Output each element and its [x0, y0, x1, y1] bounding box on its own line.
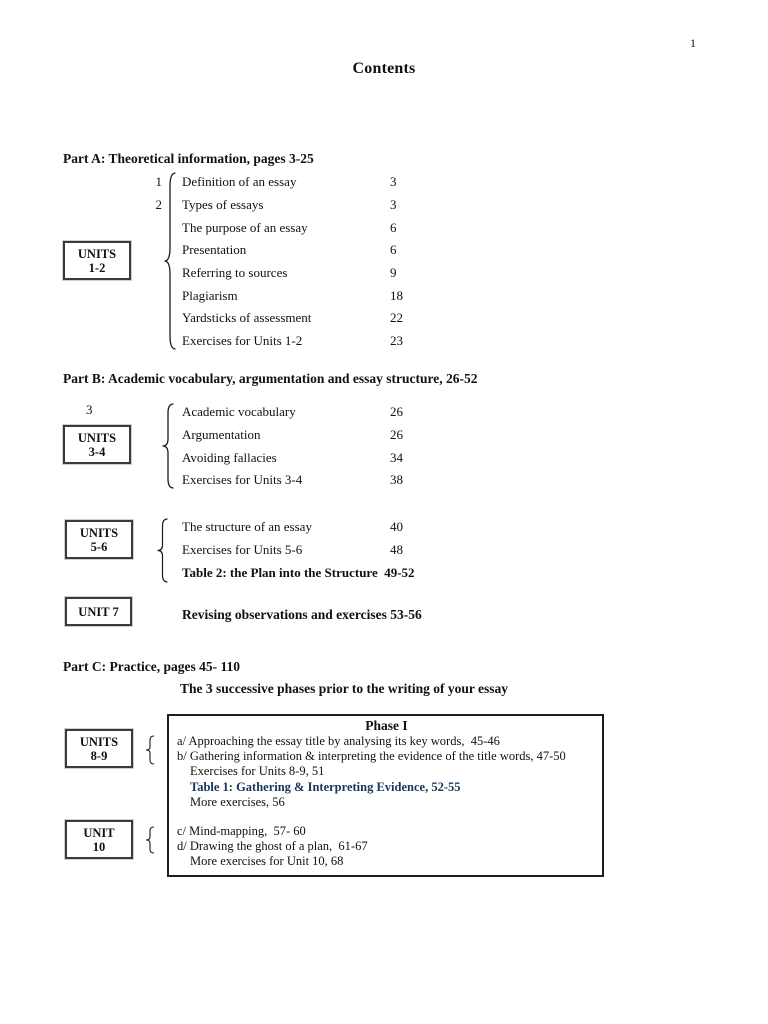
part-b-heading: Part B: Academic vocabulary, argumentati… — [63, 371, 478, 386]
unit-10-box: UNIT 10 — [65, 820, 133, 859]
toc-item-page: 38 — [390, 472, 403, 488]
part-a-heading: Part A: Theoretical information, pages 3… — [63, 151, 314, 166]
unit-7-box: UNIT 7 — [65, 597, 132, 626]
phase-line-a: a/ Approaching the essay title by analys… — [177, 734, 500, 748]
unit-box-line: UNIT — [83, 825, 115, 840]
margin-number: 2 — [155, 197, 163, 213]
unit-box-line: 8-9 — [90, 748, 108, 763]
toc-item-label: Referring to sources — [182, 265, 288, 281]
unit-box-line: UNITS — [77, 246, 117, 261]
curly-brace-icon — [145, 826, 155, 854]
toc-item: Types of essays 3 — [182, 194, 462, 217]
toc-item-page: 6 — [390, 242, 397, 258]
unit-box-line: UNITS — [79, 734, 119, 749]
part-c-subheading: The 3 successive phases prior to the wri… — [180, 681, 508, 696]
phase-line-c: c/ Mind-mapping, 57- 60 — [177, 824, 306, 839]
toc-item-label: Argumentation — [182, 427, 261, 443]
unit-7-line: Revising observations and exercises 53-5… — [182, 607, 422, 622]
part-c-heading: Part C: Practice, pages 45- 110 — [63, 659, 240, 674]
phase-line-more-exercises-56: More exercises, 56 — [190, 794, 285, 809]
part-a-margin-numbers: 1 2 — [150, 171, 163, 216]
toc-item-label: Presentation — [182, 242, 247, 258]
toc-item-page: 34 — [390, 449, 403, 465]
toc-item-label: Plagiarism — [182, 287, 238, 303]
page-title: Contents — [352, 60, 416, 77]
phase-1-title: Phase I — [365, 718, 408, 733]
toc-item-page: 23 — [390, 333, 403, 349]
units-1-2-box: UNITS 1-2 — [63, 241, 131, 280]
unit-box-line: UNITS — [77, 430, 117, 445]
phase-1-box: Phase I a/ Approaching the essay title b… — [167, 714, 604, 877]
phase-line-b: b/ Gathering information & interpreting … — [177, 749, 566, 764]
toc-item: Definition of an essay 3 — [182, 171, 462, 194]
toc-item: Exercises for Units 1-2 23 — [182, 330, 462, 353]
toc-item: The structure of an essay 40 — [182, 516, 462, 539]
toc-item-label: Avoiding fallacies — [182, 449, 277, 465]
toc-item-page: 48 — [390, 542, 403, 558]
unit-box-line: UNITS — [79, 525, 119, 540]
toc-item: Yardsticks of assessment 22 — [182, 307, 462, 330]
toc-item-page: 26 — [390, 427, 403, 443]
curly-brace-icon — [161, 403, 175, 489]
toc-item: Exercises for Units 5-6 48 — [182, 539, 462, 562]
toc-item-label: Academic vocabulary — [182, 404, 296, 420]
margin-number: 3 — [86, 402, 93, 417]
units-5-6-box: UNITS 5-6 — [65, 520, 133, 559]
part-a-toc-list: Definition of an essay 3 Types of essays 3… — [182, 171, 462, 353]
toc-item-page: 26 — [390, 404, 403, 420]
unit-box-line: 5-6 — [90, 539, 108, 554]
toc-item: The purpose of an essay 6 — [182, 216, 462, 239]
toc-item-page: 3 — [390, 174, 397, 190]
units-8-9-box: UNITS 8-9 — [65, 729, 133, 768]
toc-item: Plagiarism 18 — [182, 284, 462, 307]
toc-item: Presentation 6 — [182, 239, 462, 262]
page-number: 1 — [690, 36, 696, 50]
toc-item: Exercises for Units 3-4 38 — [182, 469, 462, 492]
toc-item-label: The purpose of an essay — [182, 219, 308, 235]
toc-item-label: Types of essays — [182, 197, 264, 213]
toc-item-page: 9 — [390, 265, 397, 281]
table-1-line: Table 1: Gathering & Interpreting Eviden… — [190, 779, 461, 794]
toc-item: Referring to sources 9 — [182, 262, 462, 285]
phase-line-exercises-8-9: Exercises for Units 8-9, 51 — [190, 764, 325, 779]
part-b-toc-list: Academic vocabulary 26 Argumentation 26 Av… — [182, 401, 462, 492]
unit-box-line: 1-2 — [88, 260, 106, 275]
toc-item-label: Definition of an essay — [182, 174, 297, 190]
unit-box-line: 3-4 — [88, 444, 106, 459]
toc-item-page: 3 — [390, 197, 397, 213]
curly-brace-icon — [156, 518, 169, 583]
unit-box-line: 10 — [92, 839, 106, 854]
toc-item-label: Exercises for Units 5-6 — [182, 542, 303, 558]
curly-brace-icon — [163, 172, 177, 350]
table-2-line: Table 2: the Plan into the Structure 49-… — [182, 564, 415, 580]
toc-item-label: Yardsticks of assessment — [182, 310, 312, 326]
toc-item-page: 40 — [390, 519, 403, 535]
toc-item: Argumentation 26 — [182, 424, 462, 447]
toc-item: Avoiding fallacies 34 — [182, 446, 462, 469]
toc-item-page: 22 — [390, 310, 403, 326]
unit-box-line: UNIT 7 — [78, 604, 119, 619]
toc-item-label: Exercises for Units 1-2 — [182, 333, 303, 349]
curly-brace-icon — [145, 735, 155, 765]
toc-item-label: Exercises for Units 3-4 — [182, 472, 303, 488]
phase-line-d: d/ Drawing the ghost of a plan, 61-67 — [177, 839, 368, 854]
toc-item-label: The structure of an essay — [182, 519, 312, 535]
part-b-units-5-6-list: The structure of an essay 40 Exercises fo… — [182, 516, 462, 584]
toc-item-page: 18 — [390, 287, 403, 303]
toc-item: Academic vocabulary 26 — [182, 401, 462, 424]
margin-number: 1 — [155, 174, 163, 190]
phase-line-more-exercises-68: More exercises for Unit 10, 68 — [190, 854, 344, 869]
units-3-4-box: UNITS 3-4 — [63, 425, 131, 464]
toc-item-page: 6 — [390, 219, 397, 235]
